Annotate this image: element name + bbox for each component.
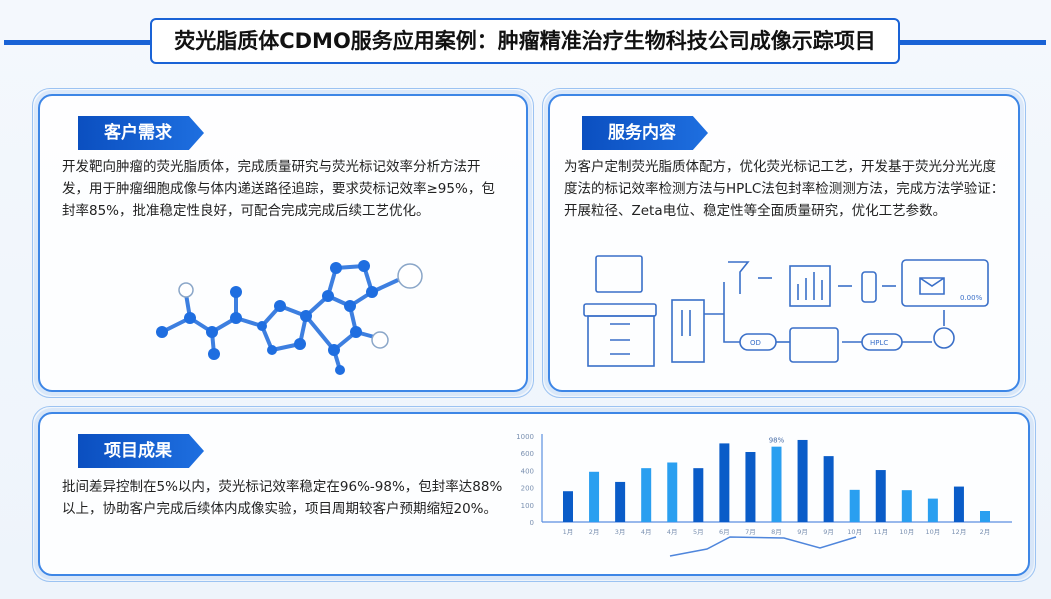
results-panel: 项目成果 批间差异控制在5%以内，荧光标记效率稳定在96%-98%，包封率达88… [32, 406, 1036, 582]
service-content-panel: 服务内容 为客户定制荧光脂质体配方，优化荧光标记工艺，开发基于荧光分光光度度法的… [542, 88, 1026, 398]
x-tick-label: 10月 [925, 528, 940, 536]
x-tick-label: 8月 [771, 528, 782, 536]
service-content-label: 服务内容 [582, 116, 708, 150]
y-tick-label: 400 [521, 467, 534, 475]
molecule-illustration [156, 260, 423, 375]
y-tick-label: 200 [521, 485, 534, 493]
hplc-instrument-icon [789, 327, 839, 363]
page-title: 荧光脂质体CDMO服务应用案例：肿瘤精准治疗生物科技公司成像示踪项目 [150, 18, 900, 64]
bar [875, 470, 886, 522]
bar [693, 468, 704, 522]
service-content-text: 为客户定制荧光脂质体配方，优化荧光标记工艺，开发基于荧光分光光度度法的标记效率检… [564, 159, 1005, 219]
bar [901, 490, 912, 522]
y-tick-label: 100 [521, 502, 534, 510]
vial-icon [861, 271, 877, 303]
results-text: 批间差异控制在5%以内，荧光标记效率稳定在96%-98%，包封率达88%以上，协… [62, 479, 503, 517]
x-tick-label: 5月 [693, 528, 704, 536]
x-tick-label: 6月 [719, 528, 730, 536]
bar [667, 462, 678, 522]
x-tick-label: 9月 [823, 528, 834, 536]
customer-needs-label: 客户需求 [78, 116, 204, 150]
x-tick-label: 4月 [641, 528, 652, 536]
x-tick-label: 1月 [563, 528, 574, 536]
x-tick-label: 4月 [667, 528, 678, 536]
bar-annotation: 98% [769, 437, 785, 445]
bar [823, 456, 834, 522]
x-tick-label: 7月 [745, 528, 756, 536]
bar [849, 489, 860, 522]
customer-needs-text: 开发靶向肿瘤的荧光脂质体，完成质量研究与荧光标记效率分析方法开发，用于肿瘤细胞成… [62, 159, 495, 219]
bar [745, 451, 756, 522]
bar [953, 486, 964, 522]
title-divider [896, 40, 1046, 45]
bar [797, 439, 808, 522]
cabinet-icon [587, 315, 655, 367]
x-tick-label: 2月 [589, 528, 600, 536]
bar-chart-icon [789, 265, 831, 307]
bar [615, 481, 626, 522]
y-tick-label: 600 [521, 450, 534, 458]
diagram-node-od: OD [750, 339, 761, 347]
y-tick-label: 1000 [516, 433, 534, 441]
x-tick-label: 9月 [797, 528, 808, 536]
bar [589, 471, 600, 522]
x-tick-label: 12月 [952, 528, 967, 536]
trend-line-decoration [669, 536, 857, 557]
x-tick-label: 10月 [847, 528, 862, 536]
bar [980, 510, 990, 522]
report-screen-icon [901, 259, 989, 307]
title-divider [4, 40, 154, 45]
x-tick-label: 10月 [899, 528, 914, 536]
x-tick-label: 11月 [873, 528, 888, 536]
detector-icon [933, 327, 955, 349]
monitor-icon [595, 255, 643, 293]
workflow-diagram: 0.00% OD HPLC [583, 255, 989, 367]
title-banner: 荧光脂质体CDMO服务应用案例：肿瘤精准治疗生物科技公司成像示踪项目 [0, 18, 1051, 64]
bar [641, 468, 652, 522]
x-tick-label: 2月 [980, 528, 991, 536]
bar [719, 443, 730, 522]
funnel-icon [728, 261, 750, 294]
bar [771, 446, 782, 522]
y-tick-label: 0 [530, 519, 534, 527]
diagram-readout: 0.00% [960, 294, 983, 302]
diagram-node-hplc: HPLC [870, 339, 888, 347]
results-label: 项目成果 [78, 434, 204, 468]
customer-needs-panel: 客户需求 开发靶向肿瘤的荧光脂质体，完成质量研究与荧光标记效率分析方法开发，用于… [32, 88, 534, 398]
instrument-icon [671, 299, 705, 363]
bar [927, 498, 938, 522]
x-tick-label: 3月 [615, 528, 626, 536]
bar [563, 491, 573, 522]
